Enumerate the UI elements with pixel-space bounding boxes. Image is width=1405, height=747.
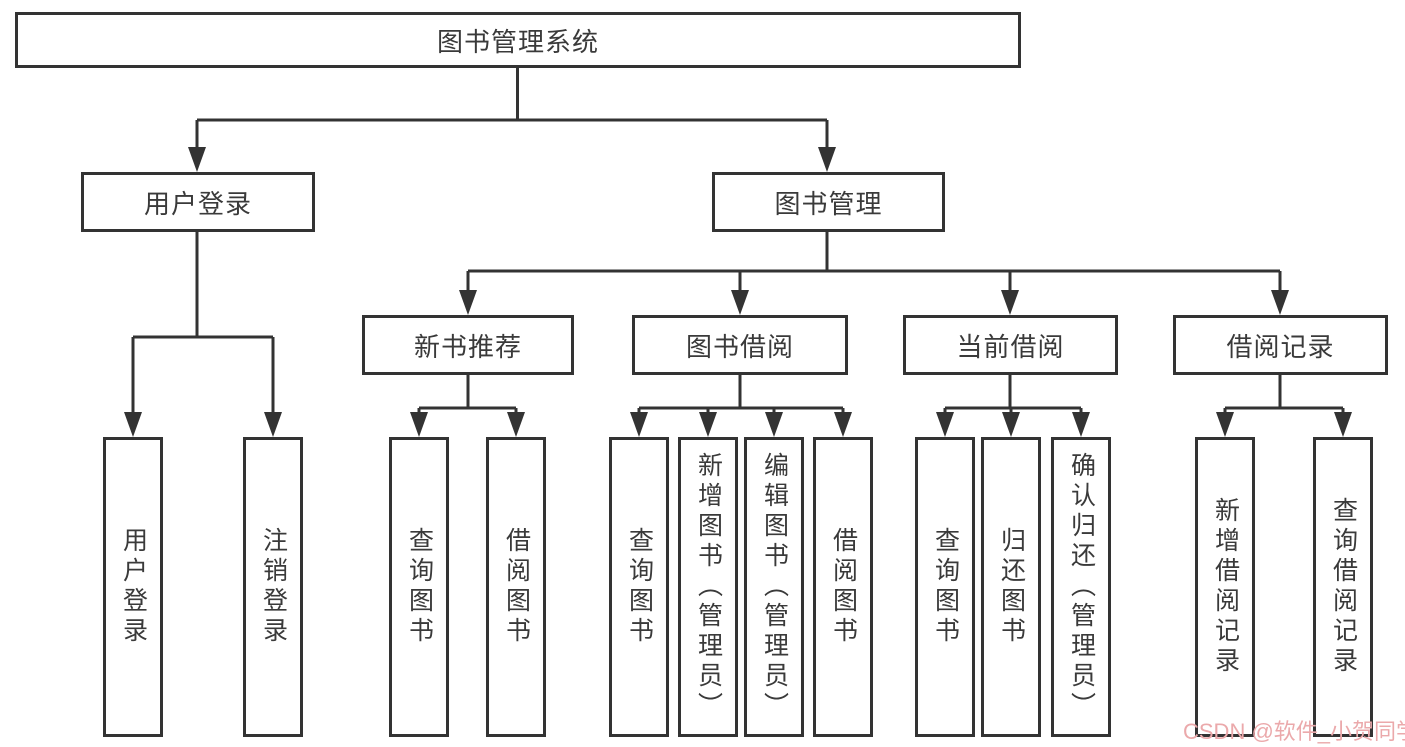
- leaf-label: 用户登录: [119, 527, 148, 647]
- leaf-confirm-return-admin: 确认归还（管理员）: [1051, 437, 1111, 737]
- node-book-borrowing: 图书借阅: [632, 315, 848, 375]
- leaf-label: 借阅图书: [502, 527, 531, 647]
- leaf-label: 编辑图书（管理员）: [760, 452, 789, 722]
- leaf-add-books-admin: 新增图书（管理员）: [678, 437, 738, 737]
- leaf-label: 借阅图书: [829, 527, 858, 647]
- node-new-book-recommendation: 新书推荐: [362, 315, 574, 375]
- leaf-label: 新增借阅记录: [1211, 497, 1240, 677]
- leaf-borrow-books-2: 借阅图书: [813, 437, 873, 737]
- leaf-label: 查询图书: [405, 527, 434, 647]
- leaf-label: 查询图书: [931, 527, 960, 647]
- arrowheads: [124, 147, 1352, 437]
- leaf-label: 归还图书: [997, 527, 1026, 647]
- leaf-label: 新增图书（管理员）: [694, 452, 723, 722]
- leaf-edit-books-admin: 编辑图书（管理员）: [744, 437, 804, 737]
- leaf-borrow-books-1: 借阅图书: [486, 437, 546, 737]
- node-borrowing-records: 借阅记录: [1173, 315, 1388, 375]
- leaf-label: 注销登录: [259, 527, 288, 647]
- node-user-login-branch: 用户登录: [81, 172, 315, 232]
- leaf-query-borrow-record: 查询借阅记录: [1313, 437, 1373, 737]
- leaf-return-books: 归还图书: [981, 437, 1041, 737]
- node-current-borrowing: 当前借阅: [903, 315, 1118, 375]
- leaf-label: 确认归还（管理员）: [1067, 452, 1096, 722]
- leaf-logout: 注销登录: [243, 437, 303, 737]
- leaf-query-books-3: 查询图书: [915, 437, 975, 737]
- leaf-user-login: 用户登录: [103, 437, 163, 737]
- leaf-label: 查询图书: [625, 527, 654, 647]
- leaf-add-borrow-record: 新增借阅记录: [1195, 437, 1255, 737]
- csdn-watermark: CSDN @软件_小贺同学: [1183, 719, 1405, 744]
- leaf-query-books-2: 查询图书: [609, 437, 669, 737]
- leaf-query-books-1: 查询图书: [389, 437, 449, 737]
- node-book-management-branch: 图书管理: [712, 172, 945, 232]
- leaf-label: 查询借阅记录: [1329, 497, 1358, 677]
- node-library-management-system: 图书管理系统: [15, 12, 1021, 68]
